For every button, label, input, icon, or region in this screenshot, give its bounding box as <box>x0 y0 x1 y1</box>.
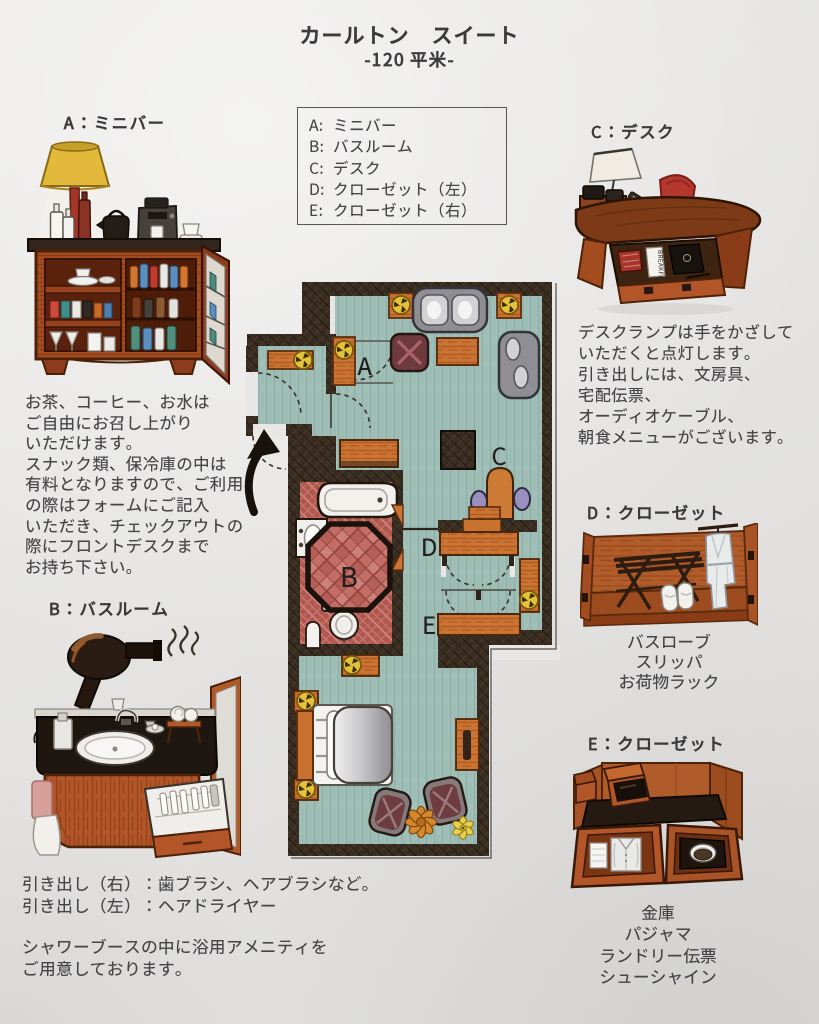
bathroom-illustration <box>31 625 241 859</box>
desk-description: デスクランプは手をかざして いただくと点灯します。 引き出しには、文房具、 宅配… <box>578 319 794 448</box>
plan-labels: A B C D E <box>340 347 507 641</box>
legend-label: バスルーム <box>333 135 414 158</box>
legend-item-closet-left: D: クローゼット（左） <box>309 177 506 200</box>
page-subtitle: -120 平米- <box>364 47 455 72</box>
section-heading-minibar: A：ミニバー <box>64 110 166 134</box>
legend-item-desk: C: デスク <box>309 156 506 179</box>
section-heading-bathroom: B：バスルーム <box>49 596 170 620</box>
section-heading-closet-right: E：クローゼット <box>588 731 726 755</box>
bathrobe-icon <box>697 523 739 610</box>
minibar-description: お茶、コーヒー、お水は ご自由にお召し上がり いただけます。 スナック類、保冷庫… <box>25 389 244 578</box>
plan-bathroom-fixtures <box>295 481 404 649</box>
plan-label-minibar: A <box>357 347 373 382</box>
legend-label: ミニバー <box>333 114 398 136</box>
section-heading-closet-left: D：クローゼット <box>587 500 726 524</box>
plan-label-bathroom: B <box>340 556 358 595</box>
bathroom-shower-note: シャワーブースの中に浴用アメニティを ご用意しております。 <box>22 934 328 980</box>
door-openings <box>246 296 560 660</box>
closet-right-items: 金庫 パジャマ ランドリー伝票 シューシャイン <box>599 900 717 989</box>
bathroom-drawers-note: 引き出し（右）：歯ブラシ、ヘアブラシなど。 引き出し（左）：ヘアドライヤー <box>22 871 379 917</box>
legend-label: クローゼット（右） <box>333 199 478 222</box>
plan-desk <box>462 466 531 533</box>
section-heading-desk: C：デスク <box>591 119 676 143</box>
plan-label-closet-left: D <box>421 528 438 563</box>
closet-right-illustration <box>570 761 744 889</box>
closet-left-items: バスローブ スリッパ お荷物ラック <box>618 629 720 694</box>
plan-living-furniture <box>339 286 541 470</box>
outer-wall-line <box>291 283 557 859</box>
legend-label: デスク <box>333 156 382 179</box>
side-flower-icon <box>452 816 474 840</box>
legend-key: A: <box>309 114 324 136</box>
floor-plan: A B C D E <box>244 282 560 859</box>
luggage-rack-icon <box>613 551 705 610</box>
plan-bedroom-furniture <box>293 654 480 840</box>
plan-label-closet-right: E <box>422 606 436 641</box>
safe-icon <box>602 761 652 809</box>
plan-closets <box>437 531 540 636</box>
page-title: カールトン スイート <box>299 20 520 50</box>
plan-minibar <box>332 336 393 386</box>
entrance-arrow-icon <box>244 429 280 516</box>
plan-label-desk: C <box>491 437 506 472</box>
shoeshine-drawer <box>664 823 744 885</box>
lamp-icon <box>39 145 111 187</box>
legend-item-minibar: A: ミニバー <box>309 114 506 136</box>
minibar-illustration <box>27 141 230 386</box>
legend-key: B: <box>309 135 325 158</box>
slippers-icon <box>660 582 695 612</box>
legend-box: A: ミニバー B: バスルーム C: デスク D: クローゼット（左） E: クローゼッ… <box>297 107 507 225</box>
closet-left-illustration <box>580 523 758 627</box>
legend-key: E: <box>309 199 324 222</box>
small-box-icon <box>573 770 598 804</box>
legend-item-closet-right: E: クローゼット（右） <box>309 199 506 222</box>
walls <box>246 282 552 856</box>
legend-key: C: <box>309 156 325 179</box>
legend-item-bathroom: B: バスルーム <box>309 135 506 158</box>
legend-label: クローゼット（左） <box>333 177 478 200</box>
desk-illustration: BREAKFAST <box>574 147 762 315</box>
ottoman-icon <box>404 805 438 839</box>
legend-key: D: <box>309 177 326 200</box>
breakfast-menu-label: BREAKFAST <box>656 250 666 288</box>
pajama-drawer <box>570 823 666 889</box>
